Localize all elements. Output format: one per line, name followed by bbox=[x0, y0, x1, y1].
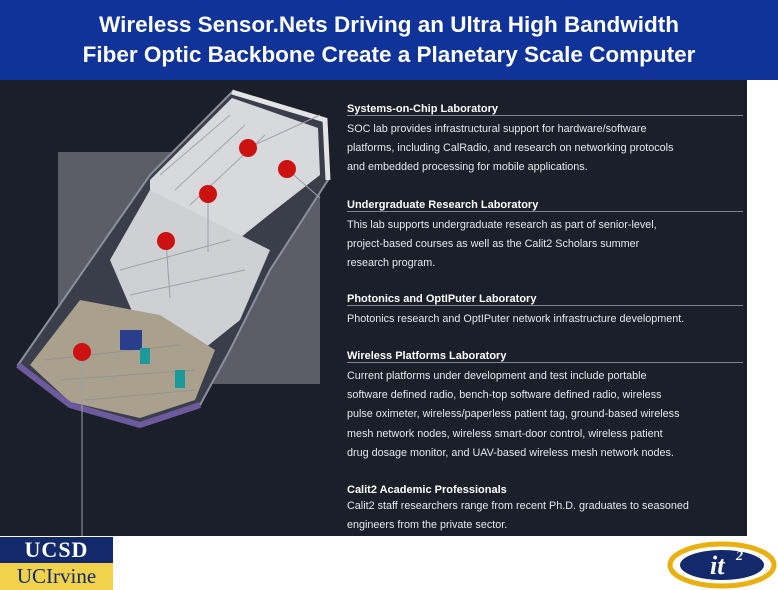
lab-description: This lab supports undergraduate research… bbox=[347, 219, 657, 270]
it2-logo-swoosh bbox=[667, 541, 777, 589]
divider-line bbox=[347, 211, 743, 212]
marker-systems-on-chip-lab bbox=[239, 139, 257, 157]
building-roof-edge bbox=[231, 89, 331, 181]
lower-wing-floor bbox=[30, 300, 215, 418]
divider-line bbox=[347, 362, 743, 363]
lab-location-markers bbox=[73, 139, 296, 361]
ucsd-logo: UCSD bbox=[0, 537, 113, 563]
slide-title-line-2: Fiber Optic Backbone Create a Planetary … bbox=[82, 42, 696, 67]
marker-academic-professionals bbox=[73, 343, 91, 361]
lab-description: Photonics research and OptIPuter network… bbox=[347, 313, 685, 325]
room-accent-teal-2 bbox=[175, 370, 185, 388]
it2-logo-superscript: 2 bbox=[735, 549, 743, 564]
marker-wireless-platforms-lab bbox=[157, 232, 175, 250]
lab-heading: Undergraduate Research Laboratory bbox=[347, 199, 539, 211]
marker-undergraduate-research-lab bbox=[278, 160, 296, 178]
lab-heading: Systems-on-Chip Laboratory bbox=[347, 103, 498, 115]
floorplan-panel: Systems-on-Chip Laboratory SOC lab provi… bbox=[0, 80, 747, 536]
slide-title-line-1: Wireless Sensor.Nets Driving an Ultra Hi… bbox=[99, 12, 679, 37]
marker-photonics-lab bbox=[199, 185, 217, 203]
lab-description: Calit2 staff researchers range from rece… bbox=[347, 500, 689, 532]
it2-logo-disc bbox=[680, 550, 764, 580]
room-accent-blue bbox=[120, 330, 142, 350]
divider-line bbox=[347, 305, 743, 306]
room-accent-teal bbox=[140, 348, 150, 364]
uc-irvine-logo: UCIrvine bbox=[0, 563, 113, 590]
lab-description: SOC lab provides infrastructural support… bbox=[347, 123, 674, 174]
building-facade-edge bbox=[16, 362, 201, 429]
building-floorplan-illustration bbox=[16, 89, 331, 536]
it2-logo-text: it bbox=[710, 551, 725, 580]
it2-logo: it 2 bbox=[667, 541, 777, 589]
lab-heading: Wireless Platforms Laboratory bbox=[347, 350, 507, 362]
slide-title: Wireless Sensor.Nets Driving an Ultra Hi… bbox=[0, 0, 778, 80]
lab-heading: Calit2 Academic Professionals bbox=[347, 484, 507, 496]
lab-heading: Photonics and OptIPuter Laboratory bbox=[347, 293, 537, 305]
divider-line bbox=[347, 115, 743, 116]
lab-description: Current platforms under development and … bbox=[347, 370, 680, 459]
